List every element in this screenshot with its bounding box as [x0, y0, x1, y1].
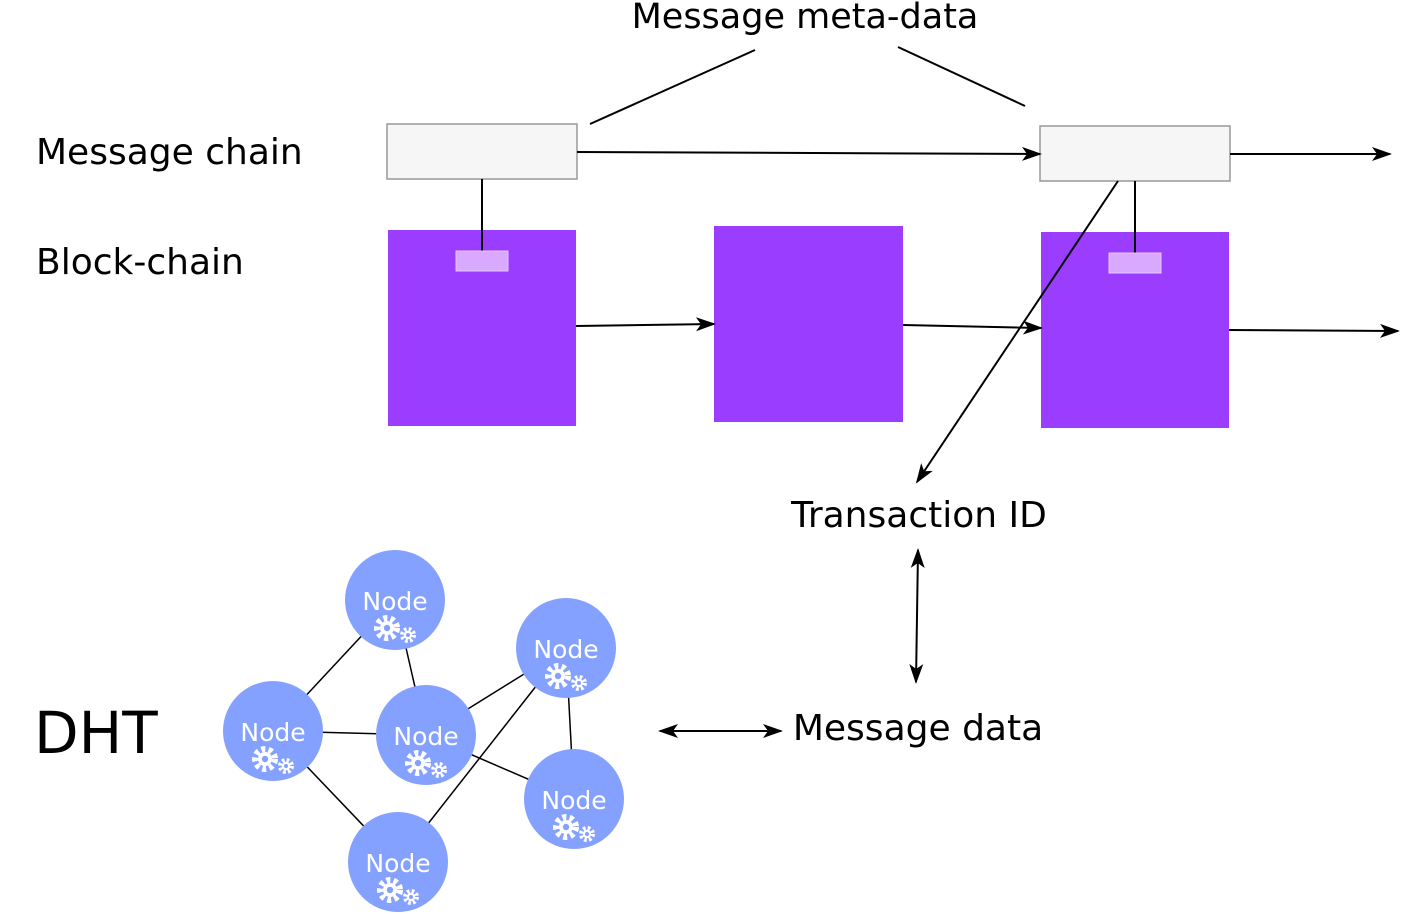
- block-marker-1: [455, 250, 509, 272]
- node-label: Node: [362, 587, 427, 616]
- meta-data-label: Message meta-data: [632, 0, 979, 37]
- node-label: Node: [393, 722, 458, 751]
- block-chain-arrow-2: [902, 320, 1043, 335]
- message-chain-label: Message chain: [36, 132, 303, 173]
- dht-node: Node: [376, 685, 476, 785]
- dht-label: DHT: [34, 699, 158, 767]
- message-data-label: Message data: [793, 708, 1043, 749]
- block-chain-arrow-1: [575, 317, 716, 332]
- transaction-id-arrow: [915, 180, 1119, 484]
- node-label: Node: [533, 635, 598, 664]
- message-chain-arrow-1: [576, 146, 1042, 161]
- meta-data-pointer-left: [589, 49, 756, 125]
- dht-node: Node: [345, 550, 445, 650]
- block-marker-2: [1108, 252, 1162, 274]
- message-box-1: [386, 123, 578, 180]
- message-box-2: [1039, 125, 1231, 182]
- block-chain-label: Block-chain: [36, 242, 244, 283]
- transaction-message-data-arrow: [909, 548, 925, 684]
- node-label: Node: [541, 786, 606, 815]
- node-label: Node: [365, 849, 430, 878]
- dht-node: Node: [223, 681, 323, 781]
- node-label: Node: [240, 718, 305, 747]
- dht-node: Node: [524, 749, 624, 849]
- transaction-id-label: Transaction ID: [790, 495, 1047, 536]
- meta-data-pointer-right: [897, 46, 1026, 107]
- dht-node: Node: [348, 812, 448, 912]
- dht-node: Node: [516, 598, 616, 698]
- block-2: [714, 226, 903, 422]
- block-chain-arrow-3: [1228, 323, 1400, 338]
